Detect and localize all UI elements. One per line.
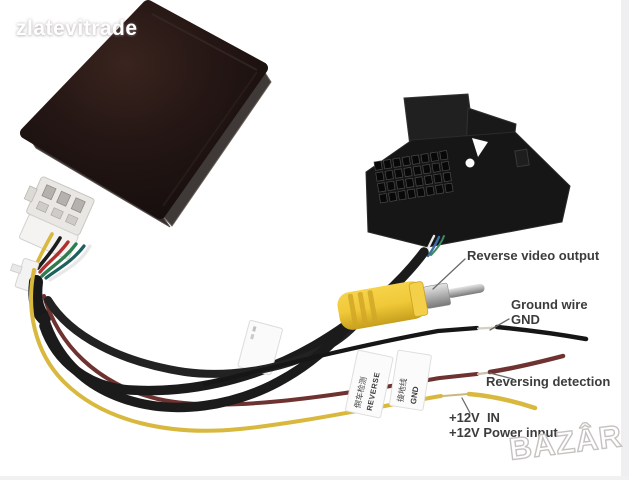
photo-right-border — [621, 0, 629, 480]
rca-collar — [408, 281, 429, 317]
quadlock-side-nub — [514, 148, 530, 168]
photo-bottom-border — [0, 476, 629, 480]
tag-print-marks — [250, 333, 255, 340]
wire-tag-gnd: 接地线 GND — [389, 349, 432, 411]
reversing-detection-wire-end — [487, 353, 566, 375]
converter-box — [20, 0, 272, 228]
box-bevel-highlight — [151, 13, 258, 71]
pigtail-wires — [32, 232, 92, 282]
quadlock-connector — [365, 93, 571, 258]
power-12v-wire-end — [466, 391, 538, 411]
pigtail-green-wire — [40, 242, 78, 278]
power-12v-wire — [29, 268, 443, 433]
wire-tag-gnd-en: GND — [409, 386, 421, 405]
rca-cable — [39, 313, 357, 413]
pigtail-red-wire — [38, 240, 70, 274]
rca-rib — [357, 292, 368, 326]
pointer-reversing-detection — [489, 372, 514, 380]
wire-tag-reverse: 倒车检测 REVERSE — [344, 349, 394, 419]
rca-rib — [367, 290, 378, 325]
rca-tip-pin — [446, 283, 485, 298]
pigtail-black-wire — [36, 236, 62, 270]
box-bevel-edge — [162, 71, 258, 207]
pointer-power — [461, 397, 471, 414]
pigtail-white-wire — [48, 244, 92, 282]
quadlock-body — [365, 131, 571, 248]
wire-tag-gnd-cn: 接地线 — [395, 377, 409, 402]
ground-wire — [202, 325, 480, 387]
annotation-lines — [432, 258, 514, 414]
pigtail-teal-wire — [44, 244, 86, 280]
tag-print-marks — [252, 326, 257, 332]
box-top-face — [20, 0, 268, 219]
pointer-ground-wire — [489, 318, 510, 331]
quadlock-keyhole — [472, 138, 488, 157]
ground-wire-end — [494, 324, 589, 342]
pointer-reverse-video — [432, 258, 466, 290]
power-12v-wire-stripped — [442, 393, 469, 397]
rca-metal-barrel — [423, 282, 451, 309]
heat-shrink-sleeve — [28, 275, 51, 325]
rca-rib — [347, 293, 359, 328]
quadlock-round-hole — [465, 158, 475, 168]
quadlock-pin-grid — [373, 150, 454, 204]
cable-zip-tie — [9, 258, 40, 292]
rca-connector — [337, 281, 485, 330]
